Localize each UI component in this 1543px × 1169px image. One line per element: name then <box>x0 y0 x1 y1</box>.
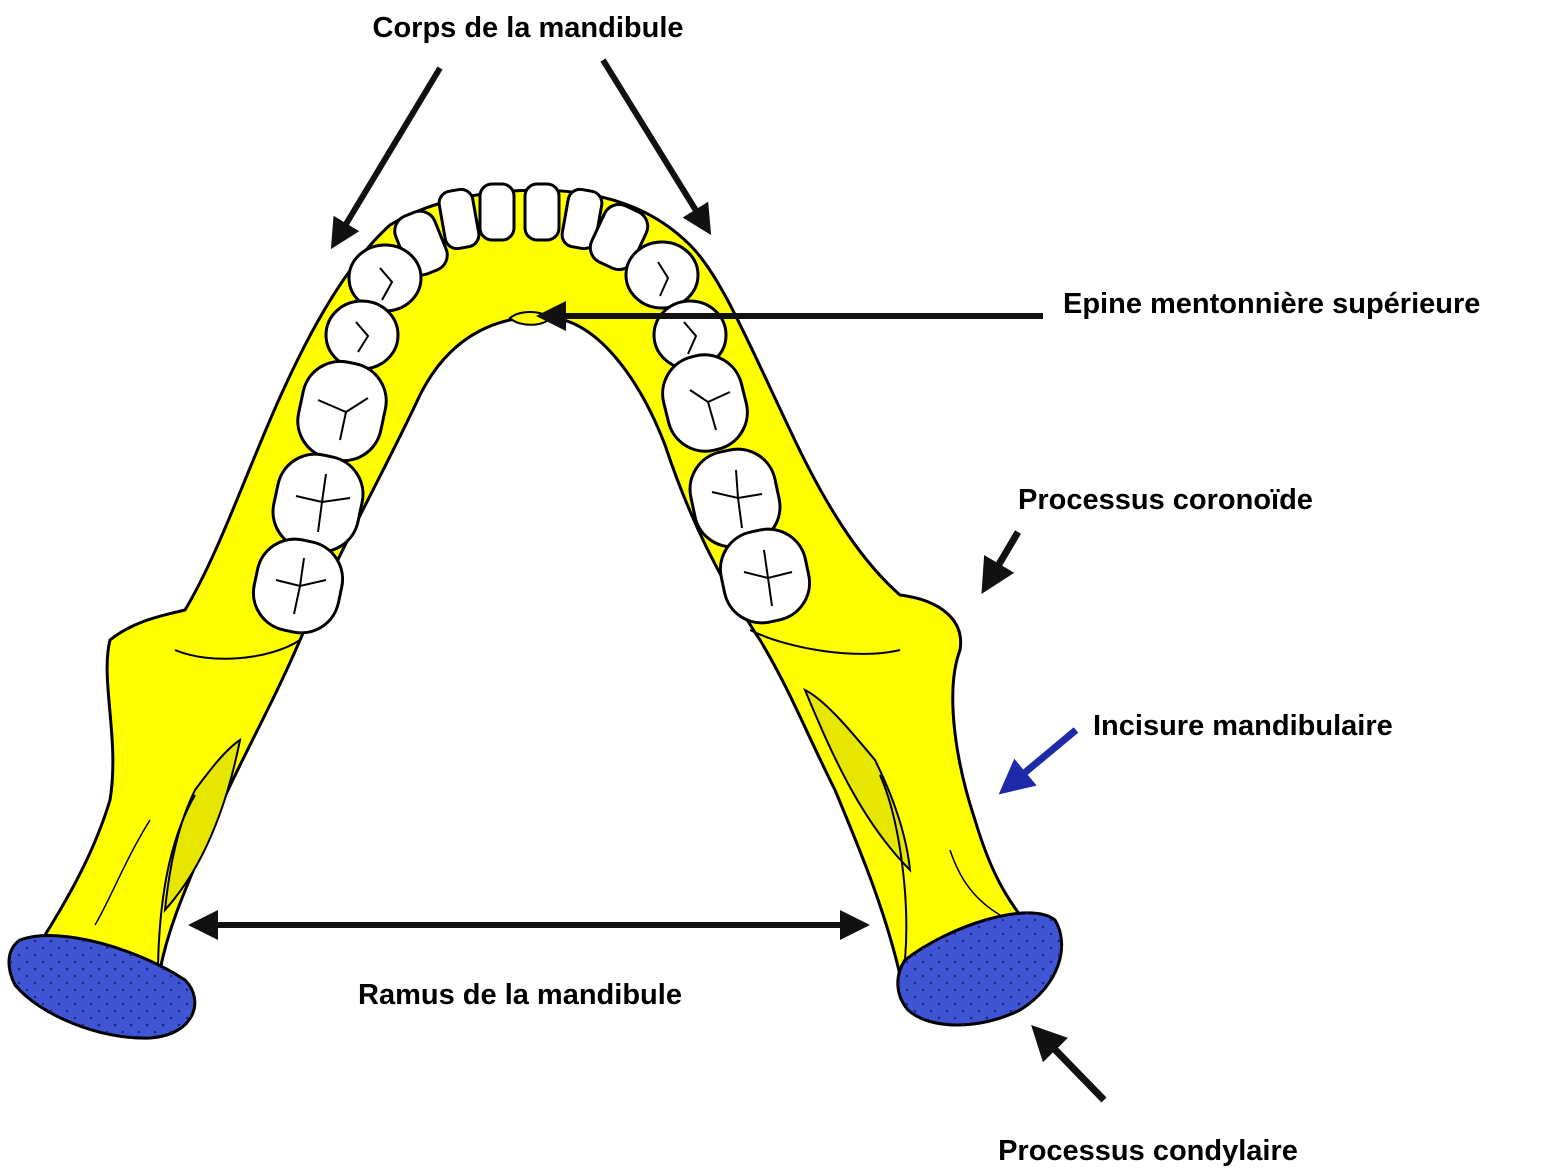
tooth <box>626 242 698 308</box>
label-corps: Corps de la mandibule <box>373 12 684 44</box>
tooth <box>525 184 559 240</box>
arrow-coronoide <box>985 532 1018 588</box>
tooth <box>480 184 514 240</box>
label-condylaire: Processus condylaire <box>998 1135 1298 1167</box>
label-epine: Epine mentonnière supérieure <box>1063 288 1480 320</box>
label-incisure: Incisure mandibulaire <box>1093 710 1393 742</box>
arrow-condylaire <box>1036 1030 1104 1100</box>
tooth <box>326 301 398 369</box>
left-condyle <box>9 936 195 1039</box>
label-ramus: Ramus de la mandibule <box>358 979 682 1011</box>
arrow-incisure <box>1004 730 1076 790</box>
label-coronoide: Processus coronoïde <box>1018 484 1313 516</box>
